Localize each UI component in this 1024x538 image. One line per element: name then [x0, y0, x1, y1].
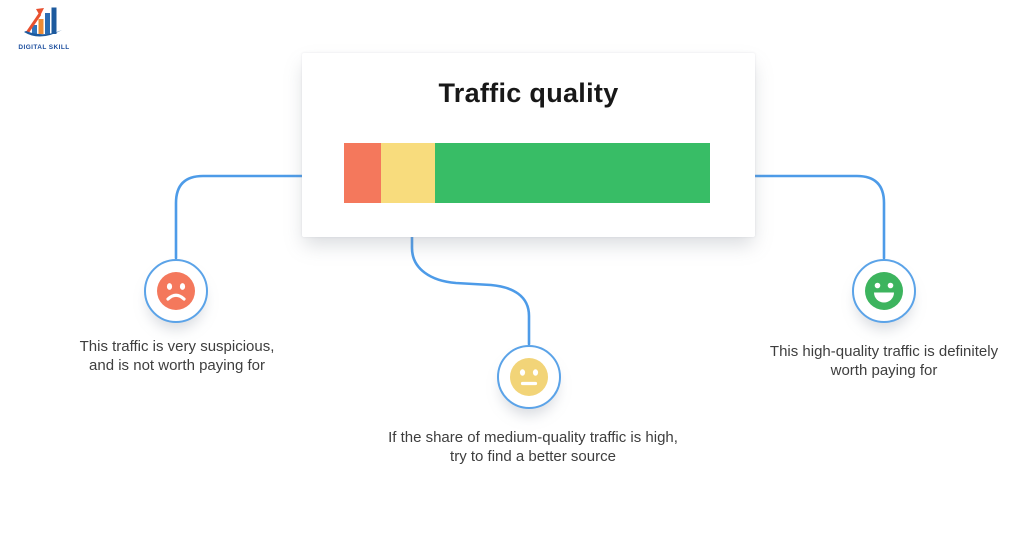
- card-title: Traffic quality: [438, 78, 619, 108]
- arrow-low-quality: [174, 167, 324, 260]
- sad-face-badge: [144, 259, 208, 323]
- caption-low-quality: This traffic is very suspicious, and is …: [30, 337, 324, 375]
- bar-segment-medium: [380, 143, 436, 203]
- arrow-high-quality: [737, 167, 886, 260]
- caption-low-line2: and is not worth paying for: [89, 357, 265, 374]
- traffic-quality-bar: [344, 143, 710, 203]
- caption-high-line1: This high-quality traffic is definitely: [769, 343, 999, 360]
- neutral-face-icon: [510, 358, 548, 396]
- bar-segment-high: [435, 143, 710, 203]
- happy-face-icon: [865, 272, 903, 310]
- bar-segment-low: [344, 143, 381, 203]
- neutral-face-badge: [497, 345, 561, 409]
- logo-text: DIGITAL SKILL: [18, 44, 70, 51]
- caption-medium-line2: try to find a better source: [450, 448, 616, 465]
- caption-medium-line1: If the share of medium-quality traffic i…: [388, 429, 678, 446]
- happy-face-badge: [852, 259, 916, 323]
- sad-face-icon: [157, 272, 195, 310]
- caption-medium-quality: If the share of medium-quality traffic i…: [353, 428, 713, 466]
- caption-high-quality: This high-quality traffic is definitely …: [737, 342, 1024, 380]
- logo-chart-rocket-icon: [24, 7, 62, 37]
- digital-skill-logo: DIGITAL SKILL: [12, 6, 76, 51]
- caption-low-line1: This traffic is very suspicious,: [79, 338, 275, 355]
- arrow-medium-quality: [403, 218, 531, 346]
- traffic-quality-card: Traffic quality: [302, 53, 755, 237]
- caption-high-line2: worth paying for: [830, 362, 938, 379]
